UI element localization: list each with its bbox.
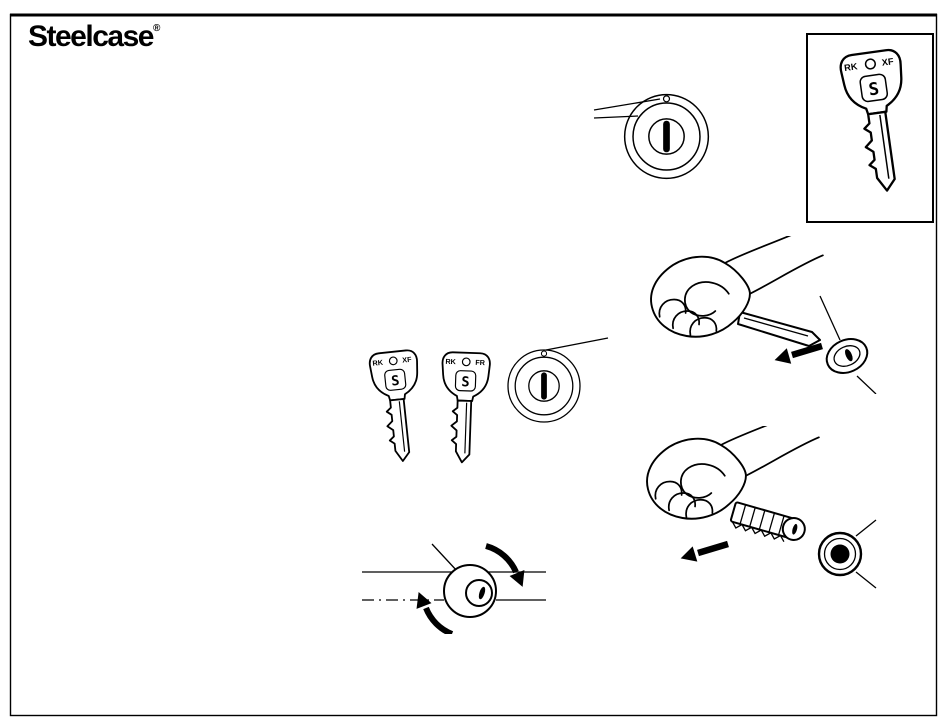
lock-face-oblique [825,338,869,374]
plug-rotation-illustration [362,543,546,634]
key-stamp-left: RK [445,357,457,366]
leader-line [431,543,459,573]
key-blade [737,311,821,347]
direction-arrow [791,342,823,359]
leader-line [593,115,639,119]
hand-with-core-illustration [646,426,877,589]
registered-trademark-symbol: ® [152,23,161,34]
direction-arrowhead [680,546,698,562]
panel-edge-line [819,295,841,341]
rotate-arrowhead [509,570,525,587]
lock-core [729,501,806,543]
key-b-illustration: RK FR S [438,351,492,465]
control-key-detail-box: RK XF S [806,33,934,223]
panel-edge-line [856,375,877,394]
key-stamp-right: FR [475,358,486,367]
core-housing-ring [817,531,863,577]
steelcase-s-mark: S [390,373,400,390]
direction-arrowhead [774,348,792,364]
rotate-arrow-counter [423,606,454,634]
brand-logo: Steelcase® [28,20,160,54]
lock-face-top-illustration [593,93,710,180]
hand-with-key-illustration [650,236,877,394]
leader-line [855,571,877,589]
direction-arrow [697,540,729,557]
brand-name: Steelcase [28,20,154,53]
leader-line [593,98,661,111]
key-a-illustration: RK XF S [367,348,429,465]
key-stamp-left: RK [372,358,384,368]
steelcase-s-mark: S [867,79,880,100]
steelcase-s-mark: S [461,374,470,390]
control-key-illustration: RK XF S [837,47,920,196]
rotate-arrowhead [416,591,432,609]
key-stamp-right: XF [402,355,413,365]
leader-line [855,519,877,537]
key-stamp-left: RK [844,61,859,73]
lock-cylinder-side [443,564,497,618]
key-stamp-right: XF [881,56,894,68]
leader-line [545,337,609,351]
rotate-arrow-clockwise [485,543,519,574]
lock-face-center-illustration [507,337,609,423]
